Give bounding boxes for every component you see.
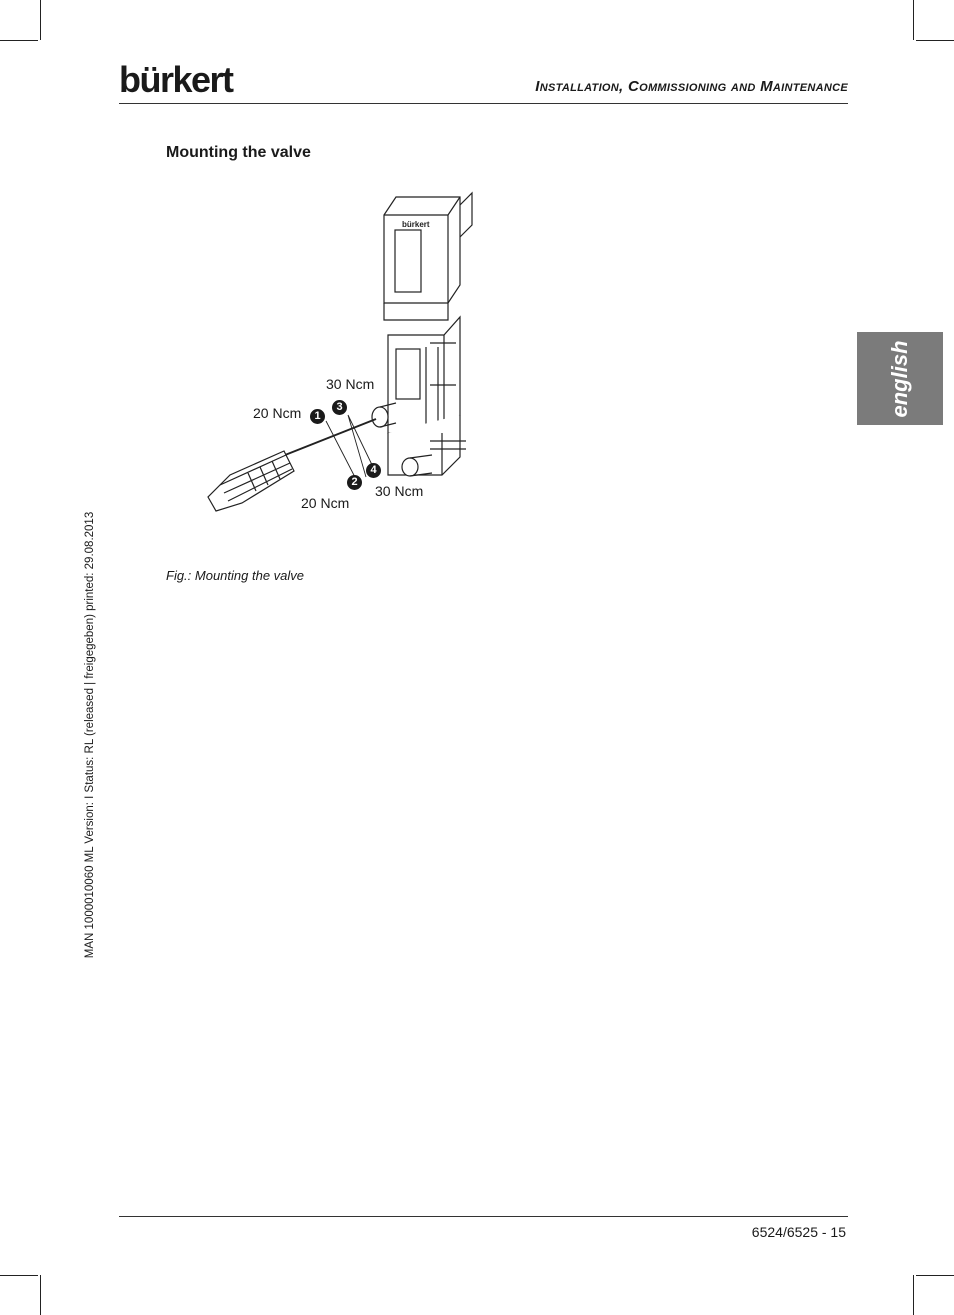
crop-mark — [0, 40, 38, 41]
crop-mark — [913, 1275, 914, 1315]
marker-4: 4 — [366, 463, 381, 478]
crop-mark — [40, 0, 41, 40]
section-title: Mounting the valve — [166, 144, 311, 161]
device-brand-label: bürkert — [402, 220, 430, 229]
page-number: 6524/6525 - 15 — [751, 1224, 846, 1240]
crop-mark — [40, 1275, 41, 1315]
marker-1: 1 — [310, 409, 325, 424]
crop-mark — [0, 1275, 38, 1276]
footer-divider — [119, 1216, 848, 1217]
header-divider — [119, 103, 848, 104]
crop-mark — [913, 0, 914, 40]
document-meta: MAN 1000010060 ML Version: I Status: RL … — [84, 511, 96, 959]
marker-3: 3 — [332, 400, 347, 415]
valve-illustration: bürkert — [207, 191, 473, 512]
marker-2: 2 — [347, 475, 362, 490]
crop-mark — [916, 40, 954, 41]
language-tab: english — [857, 332, 943, 425]
torque-label-left: 20 Ncm — [253, 405, 302, 421]
valve-mounting-figure: bürkert 30 Ncm 20 Ncm 20 Ncm 30 Ncm 1 2 … — [190, 185, 490, 520]
brand-logo: bürkert — [119, 59, 234, 100]
torque-label-bottom-right: 30 Ncm — [375, 483, 424, 499]
page-header-title: Installation, Commissioning and Maintena… — [535, 78, 848, 95]
torque-label-top: 30 Ncm — [326, 376, 375, 392]
language-tab-label: english — [887, 339, 912, 418]
figure-caption: Fig.: Mounting the valve — [166, 568, 305, 583]
crop-mark — [916, 1275, 954, 1276]
torque-label-bottom-left: 20 Ncm — [301, 495, 350, 511]
